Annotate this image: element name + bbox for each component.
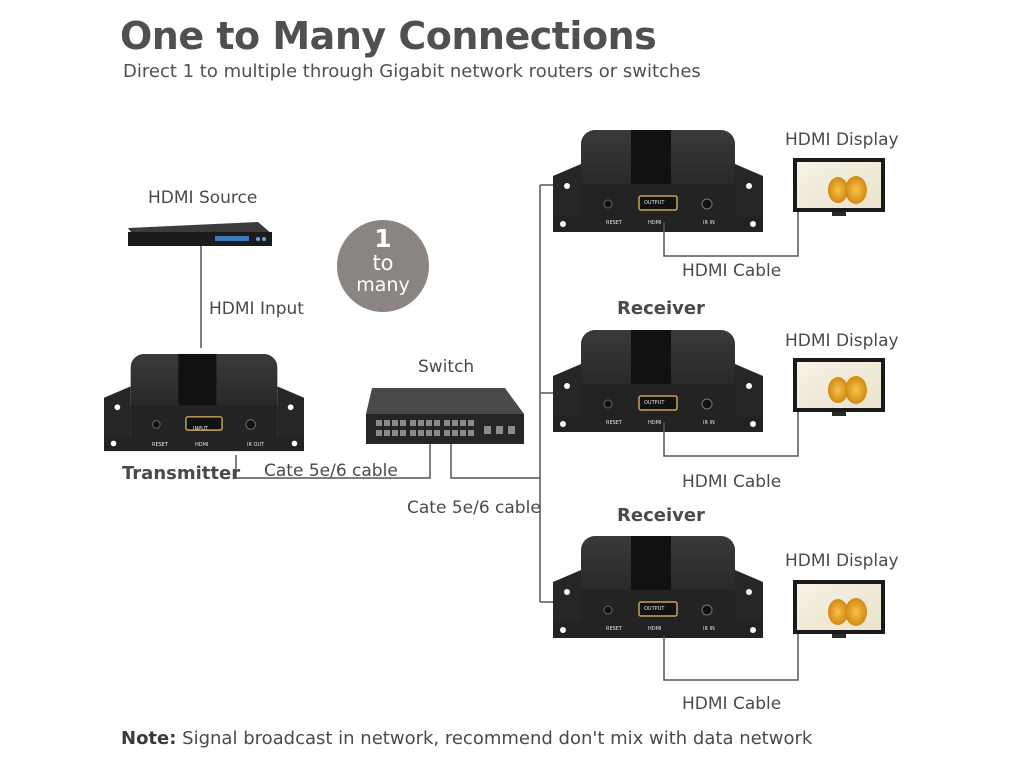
cable-tx-label: Cate 5e/6 cable <box>264 461 398 481</box>
rx1-hdmi-label: HDMI <box>648 220 661 226</box>
hdmi-input-label: HDMI Input <box>209 299 304 319</box>
cable-switch-label: Cate 5e/6 cable <box>407 498 541 518</box>
hdmi-display-label-1: HDMI Display <box>785 130 899 150</box>
hdmi-display-label-3: HDMI Display <box>785 551 899 571</box>
hdmi-cable-label-1: HDMI Cable <box>682 261 782 281</box>
hdmi-source-device <box>128 222 272 246</box>
switch-label: Switch <box>418 357 475 377</box>
rx2-port-label: OUTPUT <box>644 400 665 406</box>
tx-ir-label: IR OUT <box>247 442 265 448</box>
receiver-device-3 <box>553 535 763 639</box>
tx-port-label: INPUT <box>193 426 209 432</box>
one-to-many-badge: 1 to many <box>337 220 429 312</box>
footer-note: Note: Signal broadcast in network, recom… <box>121 728 812 749</box>
transmitter-label: Transmitter <box>122 463 241 484</box>
receiver-device-2 <box>553 329 763 433</box>
transmitter-device <box>104 353 304 452</box>
rx3-ir-label: IR IN <box>703 626 715 632</box>
rx1-ir-label: IR IN <box>703 220 715 226</box>
hdmi-display-2 <box>793 358 885 416</box>
note-prefix: Note: <box>121 728 177 749</box>
page-subtitle: Direct 1 to multiple through Gigabit net… <box>123 61 701 82</box>
rx2-hdmi-label: HDMI <box>648 420 661 426</box>
hdmi-display-label-2: HDMI Display <box>785 331 899 351</box>
hdmi-source-label: HDMI Source <box>148 188 258 208</box>
note-text: Signal broadcast in network, recommend d… <box>176 728 813 749</box>
badge-word-to: to <box>372 251 394 275</box>
hdmi-display-3 <box>793 580 885 638</box>
hdmi-display-1 <box>793 158 885 216</box>
receiver-device-1 <box>553 129 763 233</box>
rx2-reset-label: RESET <box>606 420 623 426</box>
hdmi-cable-label-3: HDMI Cable <box>682 694 782 714</box>
receiver-label-3: Receiver <box>617 505 705 526</box>
tx-reset-label: RESET <box>152 442 169 448</box>
badge-number: 1 <box>374 224 392 253</box>
rx1-reset-label: RESET <box>606 220 623 226</box>
rx2-ir-label: IR IN <box>703 420 715 426</box>
rx1-port-label: OUTPUT <box>644 200 665 206</box>
receiver-label-2: Receiver <box>617 298 705 319</box>
page-title: One to Many Connections <box>120 14 657 58</box>
tx-hdmi-label: HDMI <box>195 442 208 448</box>
badge-word-many: many <box>356 274 410 296</box>
network-switch-device <box>366 388 524 444</box>
rx3-hdmi-label: HDMI <box>648 626 661 632</box>
rx3-port-label: OUTPUT <box>644 606 665 612</box>
rx3-reset-label: RESET <box>606 626 623 632</box>
hdmi-cable-label-2: HDMI Cable <box>682 472 782 492</box>
